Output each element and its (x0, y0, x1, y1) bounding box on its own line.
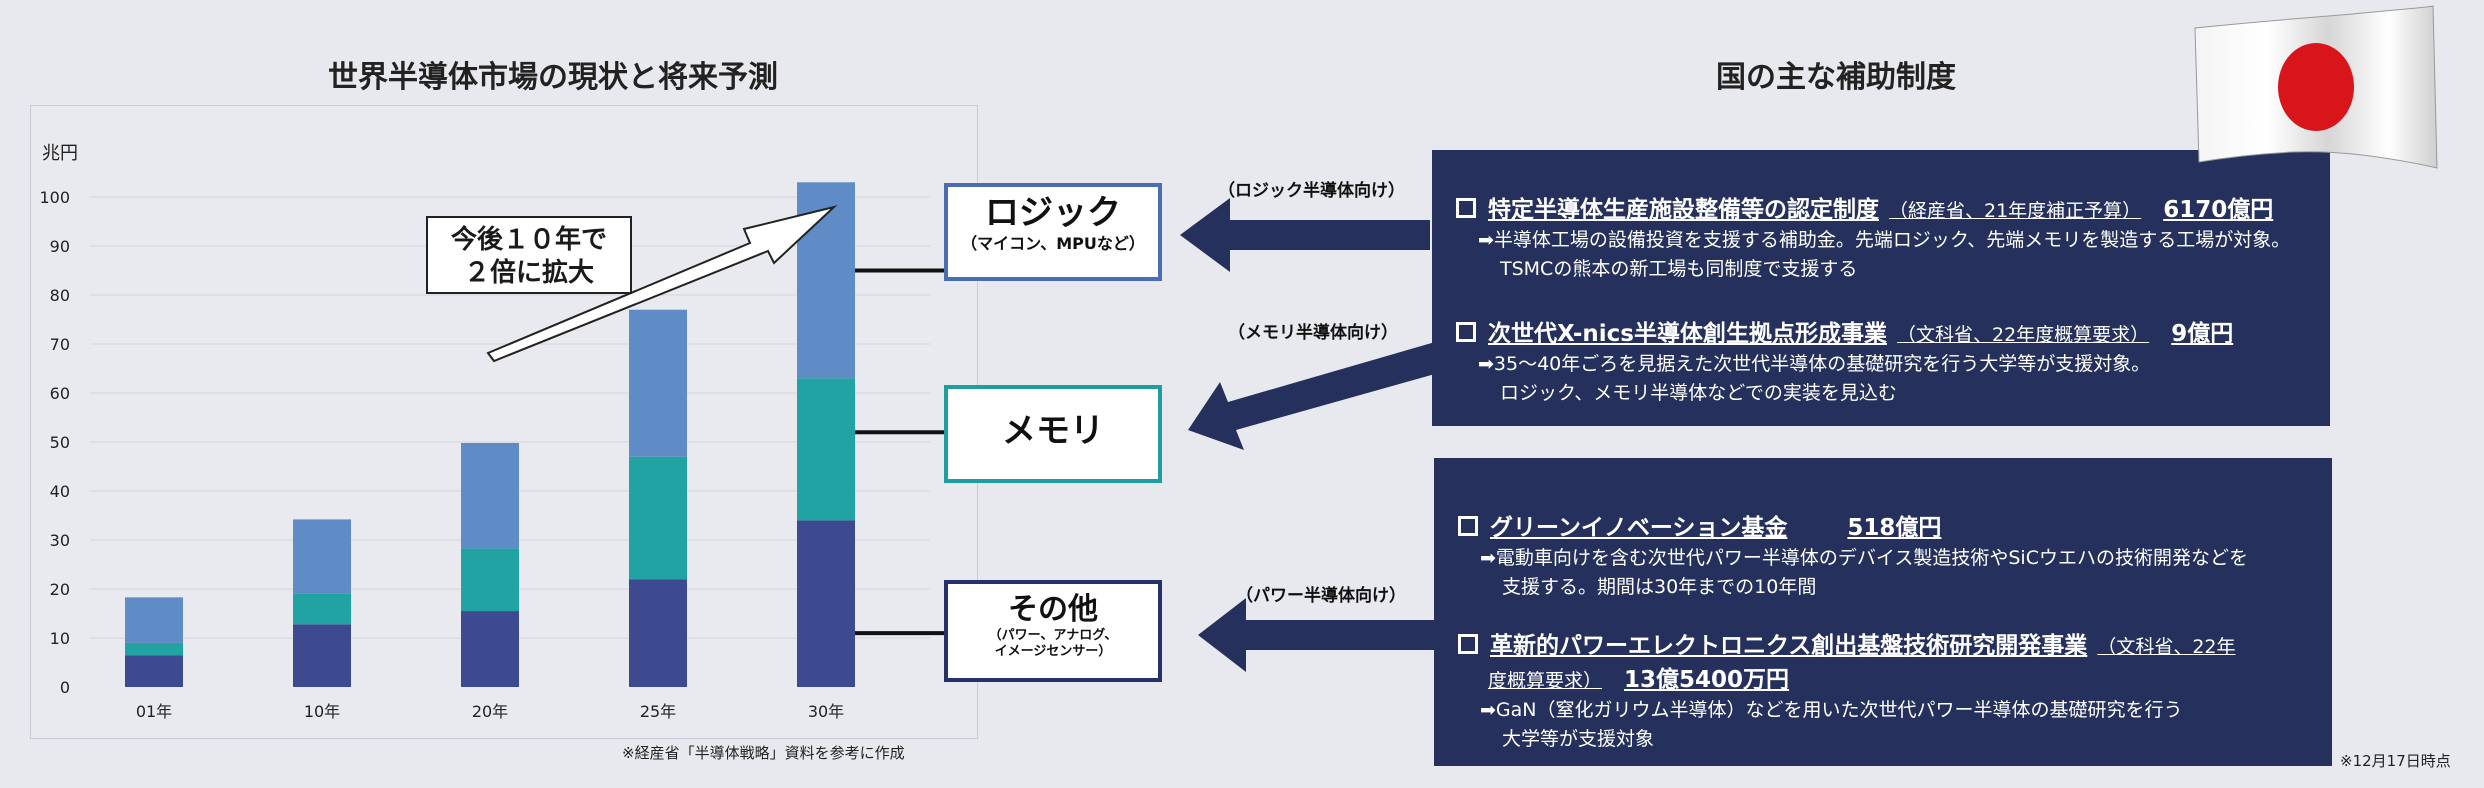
bar-segment (293, 519, 351, 594)
y-tick-label: 40 (50, 482, 70, 501)
bar-segment (629, 579, 687, 687)
program-4-name: 革新的パワーエレクトロニクス創出基盤技術研究開発事業 (1490, 633, 2088, 659)
y-tick-label: 10 (50, 629, 70, 648)
program-panel-2: グリーンイノベーション基金 518億円 ➡電動車向けを含む次世代パワー半導体のデバ… (1434, 458, 2332, 766)
y-axis-label: 兆円 (42, 143, 78, 164)
bar-segment (125, 642, 183, 656)
arrow-to-other (1198, 598, 1442, 672)
y-tick-label: 0 (60, 678, 70, 697)
bar-segment (797, 520, 855, 687)
category-memory-label: メモリ (1002, 411, 1104, 451)
program-item-3: グリーンイノベーション基金 518億円 ➡電動車向けを含む次世代パワー半導体のデバ… (1458, 508, 2248, 599)
y-tick-label: 60 (50, 384, 70, 403)
program-4-heading-2: 度概算要求） 13億5400万円 (1458, 660, 2236, 694)
y-tick-label: 20 (50, 580, 70, 599)
program-1-name: 特定半導体生産施設整備等の認定制度 (1488, 197, 1879, 223)
program-panel-1: 特定半導体生産施設整備等の認定制度 （経産省、21年度補正予算） 6170億円 ➡半… (1432, 150, 2330, 426)
category-other-sub-1: （パワー、アナログ、 (988, 628, 1118, 643)
program-2-meta: （文科省、22年度概算要求） (1897, 324, 2150, 346)
checkbox-icon (1456, 322, 1476, 342)
program-1-amount: 6170億円 (2163, 197, 2274, 223)
checkbox-icon (1458, 516, 1478, 536)
program-2-desc-2: ロジック、メモリ半導体などでの実装を見込む (1500, 381, 1897, 404)
category-other-label: その他 (1008, 592, 1098, 627)
program-1-desc-2: TSMCの熊本の新工場も同制度で支援する (1500, 257, 1858, 280)
program-3-desc-2: 支援する。期間は30年までの10年間 (1502, 575, 1817, 598)
x-tick-label: 10年 (304, 702, 340, 721)
bar-segment (629, 456, 687, 580)
program-1-meta: （経産省、21年度補正予算） (1889, 200, 2142, 222)
arrow-to-memory (1188, 340, 1442, 450)
category-logic-label: ロジック (985, 193, 1121, 233)
y-tick-label: 90 (50, 237, 70, 256)
program-2-heading: 次世代X-nics半導体創生拠点形成事業 （文科省、22年度概算要求） 9億円 (1456, 314, 2233, 348)
program-item-2: 次世代X-nics半導体創生拠点形成事業 （文科省、22年度概算要求） 9億円 ➡3… (1456, 314, 2233, 405)
program-3-heading: グリーンイノベーション基金 518億円 (1458, 508, 2248, 542)
chart-title: 世界半導体市場の現状と将来予測 (328, 60, 778, 95)
program-3-name: グリーンイノベーション基金 (1490, 515, 1788, 541)
program-2-name: 次世代X-nics半導体創生拠点形成事業 (1488, 321, 1887, 347)
y-tick-label: 80 (50, 286, 70, 305)
program-item-4: 革新的パワーエレクトロニクス創出基盤技術研究開発事業 （文科省、22年 度概算要求… (1458, 626, 2236, 751)
arrow-label-memory: （メモリ半導体向け） (1228, 323, 1398, 343)
callout-line-1: 今後１０年で (450, 225, 607, 255)
subsidy-title: 国の主な補助制度 (1716, 60, 1956, 95)
bar-segment (125, 597, 183, 643)
bar-segment (629, 309, 687, 457)
checkbox-icon (1456, 198, 1476, 218)
bar-segment (125, 655, 183, 687)
program-4-desc-2: 大学等が支援対象 (1502, 727, 1655, 750)
program-3-amount: 518億円 (1847, 515, 1942, 541)
bar-segment (293, 624, 351, 687)
growth-arrow (486, 205, 838, 363)
program-3-desc-1: ➡電動車向けを含む次世代パワー半導体のデバイス製造技術やSiCウエハの技術開発な… (1480, 547, 2248, 569)
bar-segment (461, 442, 519, 549)
y-tick-label: 70 (50, 335, 70, 354)
x-tick-label: 20年 (472, 702, 508, 721)
program-4-heading: 革新的パワーエレクトロニクス創出基盤技術研究開発事業 （文科省、22年 (1458, 626, 2236, 660)
x-tick-label: 30年 (808, 702, 844, 721)
category-box-logic: ロジック （マイコン、MPUなど） (944, 183, 1162, 281)
bar-segment (461, 611, 519, 687)
arrow-label-power: （パワー半導体向け） (1236, 586, 1406, 606)
program-4-meta: （文科省、22年 (2097, 636, 2236, 658)
stacked-bar-chart: 兆円 0 10 20 30 40 50 60 70 80 90 100 01年 10年 20年 25年 30年 (39, 143, 944, 721)
japan-flag-icon (2194, 5, 2438, 169)
bar-segment (293, 593, 351, 625)
arrow-label-logic: （ロジック半導体向け） (1218, 181, 1405, 201)
program-2-desc-1: ➡35～40年ごろを見据えた次世代半導体の基礎研究を行う大学等が支援対象。 (1478, 353, 2151, 375)
x-tick-label: 01年 (136, 702, 172, 721)
growth-callout: 今後１０年で ２倍に拡大 (426, 216, 632, 294)
category-other-sub-2: イメージセンサー） (994, 644, 1112, 660)
program-item-1: 特定半導体生産施設整備等の認定制度 （経産省、21年度補正予算） 6170億円 ➡半… (1456, 190, 2290, 281)
program-1-heading: 特定半導体生産施設整備等の認定制度 （経産省、21年度補正予算） 6170億円 (1456, 190, 2290, 224)
y-tick-label: 30 (50, 531, 70, 550)
program-1-desc-1: ➡半導体工場の設備投資を支援する補助金。先端ロジック、先端メモリを製造する工場が… (1478, 229, 2291, 251)
arrow-to-logic (1180, 198, 1430, 272)
date-note: ※12月17日時点 (2340, 752, 2451, 770)
x-tick-label: 25年 (640, 702, 676, 721)
category-box-memory: メモリ (944, 385, 1162, 483)
y-tick-label: 50 (50, 433, 70, 452)
bar-segment (461, 548, 519, 612)
program-4-amount: 13億5400万円 (1624, 667, 1790, 693)
category-logic-sub: （マイコン、MPUなど） (961, 233, 1145, 253)
y-tick-label: 100 (39, 188, 70, 207)
program-4-desc-1: ➡GaN（窒化ガリウム半導体）などを用いた次世代パワー半導体の基礎研究を行う (1480, 699, 2183, 721)
program-2-amount: 9億円 (2171, 321, 2234, 347)
callout-line-2: ２倍に拡大 (463, 257, 594, 288)
category-box-other: その他 （パワー、アナログ、 イメージセンサー） (944, 580, 1162, 682)
bar-segment (797, 378, 855, 521)
checkbox-icon (1458, 634, 1478, 654)
source-note: ※経産省「半導体戦略」資料を参考に作成 (622, 744, 905, 762)
program-4-meta-2: 度概算要求） (1488, 670, 1603, 692)
